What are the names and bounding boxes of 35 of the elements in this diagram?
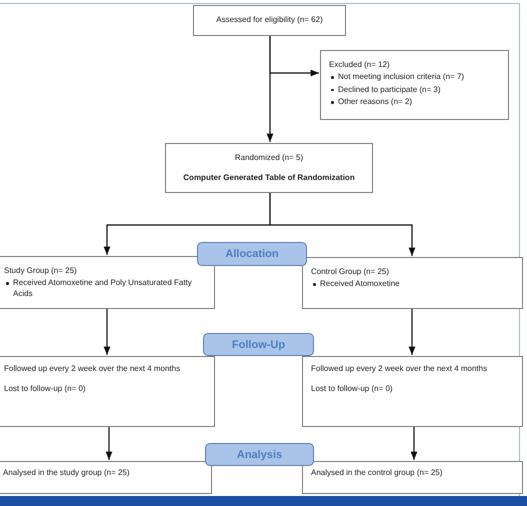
box-text: Lost to follow-up (n= 0) bbox=[4, 384, 87, 395]
bullet-item: Other reasons (n= 2) bbox=[329, 97, 500, 108]
arrow bbox=[104, 309, 110, 355]
box-text: Randomized (n= 5) bbox=[234, 153, 304, 164]
stage-label: Follow-Up bbox=[203, 333, 314, 356]
box-text: Followed up every 2 week over the next 4 months bbox=[311, 364, 488, 374]
process-box bbox=[302, 257, 523, 309]
box-text: Analysed in the study group (n= 25) bbox=[3, 468, 131, 478]
box-heading: Study Group (n= 25) bbox=[4, 266, 78, 276]
box-text: Assessed for eligibility (n= 62) bbox=[216, 15, 323, 26]
box-text: Lost to follow-up (n= 0) bbox=[311, 384, 394, 395]
arrow bbox=[106, 427, 112, 460]
bullet-item: Received Atomoxetine and Poly Unsaturated Fatty Acids bbox=[4, 278, 210, 300]
bullet-item: Declined to participate (n= 3) bbox=[329, 84, 500, 96]
stage-label: Analysis bbox=[205, 443, 314, 466]
arrow bbox=[410, 427, 418, 460]
process-box bbox=[165, 143, 373, 193]
bullet-item: Not meeting inclusion criteria (n= 7) bbox=[329, 72, 500, 83]
process-box bbox=[193, 5, 346, 36]
stage-label: Allocation bbox=[197, 242, 307, 266]
arrow bbox=[269, 193, 416, 256]
box-heading: Excluded (n= 12) bbox=[329, 60, 391, 70]
box-text: Followed up every 2 week over the next 4 months bbox=[4, 364, 182, 374]
method-note: Computer Generated Table of Randomization bbox=[183, 173, 355, 184]
process-box bbox=[302, 356, 523, 427]
process-box bbox=[0, 256, 215, 309]
arrow bbox=[408, 309, 416, 355]
process-box bbox=[0, 356, 215, 427]
bullet-item: Received Atomoxetine bbox=[311, 279, 514, 290]
box-heading: Control Group (n= 25) bbox=[311, 267, 390, 278]
process-box bbox=[320, 50, 509, 120]
box-text: Analysed in the control group (n= 25) bbox=[311, 468, 444, 478]
arrow bbox=[266, 36, 274, 142]
process-box bbox=[302, 461, 523, 494]
process-box bbox=[0, 461, 212, 494]
